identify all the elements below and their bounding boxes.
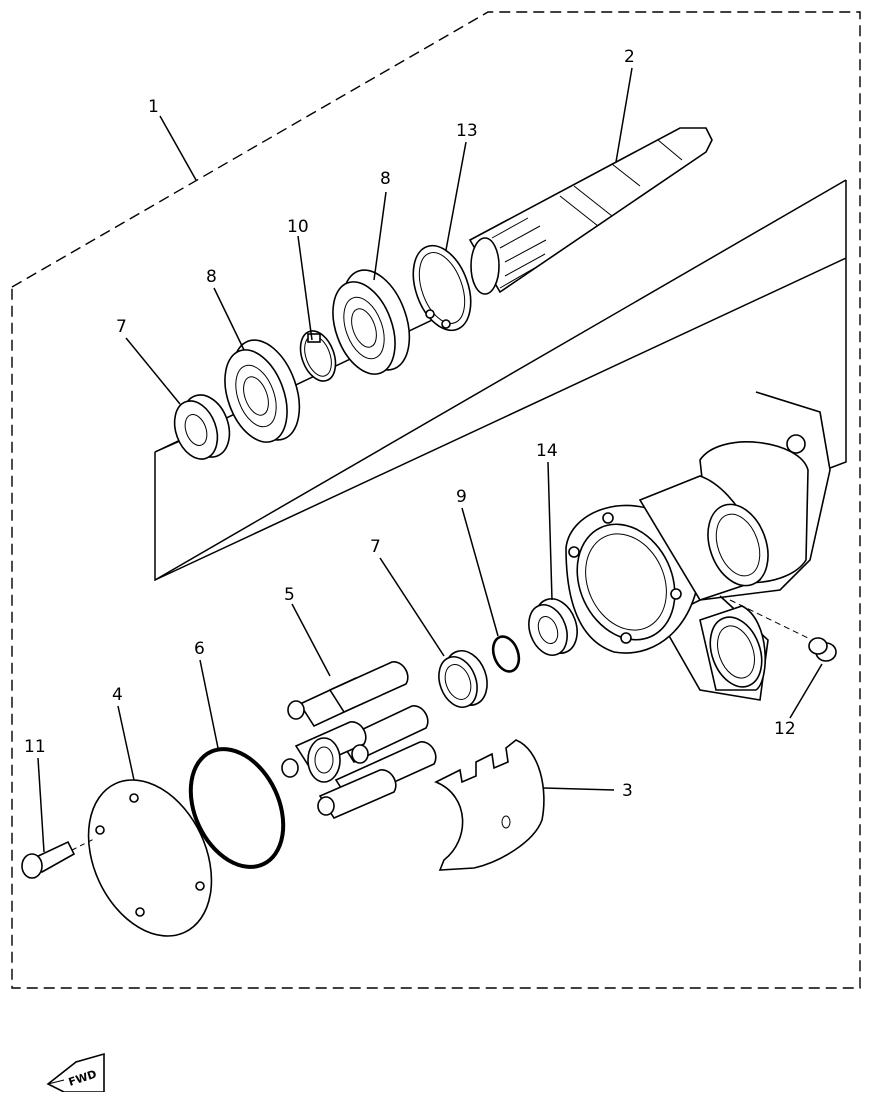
seal-14	[528, 598, 578, 656]
pump-housing	[565, 391, 831, 701]
callout-7: 7	[116, 317, 127, 337]
o-ring-6	[188, 747, 286, 869]
callout-3: 3	[622, 781, 633, 801]
bearing-upper	[332, 269, 411, 375]
leader-lines	[37, 67, 823, 853]
screw-12	[729, 599, 837, 662]
callout-6: 6	[194, 639, 205, 659]
oil-seal-lower	[438, 650, 488, 708]
callout-4: 4	[112, 685, 123, 705]
callout-8: 8	[206, 267, 217, 287]
callout-5: 5	[284, 585, 295, 605]
oil-seal-upper	[173, 394, 231, 460]
shaft-group-outline	[154, 180, 847, 582]
o-ring-9	[491, 635, 521, 673]
callout-14: 14	[536, 441, 558, 461]
callout-1: 1	[148, 97, 159, 117]
callout-12: 12	[774, 719, 796, 739]
callout-8: 8	[380, 169, 391, 189]
callout-9: 9	[456, 487, 467, 507]
bearing-lower	[224, 339, 301, 443]
drive-shaft	[468, 127, 713, 295]
assembly-boundary	[11, 11, 861, 989]
callout-13: 13	[456, 121, 478, 141]
snap-ring	[299, 330, 337, 382]
liner	[434, 739, 545, 871]
impeller	[281, 661, 437, 820]
callout-11: 11	[24, 737, 46, 757]
callout-2: 2	[624, 47, 635, 67]
callout-10: 10	[287, 217, 309, 237]
cover-plate	[87, 779, 213, 937]
bolt-11	[21, 837, 97, 879]
circlip	[412, 244, 472, 332]
callout-7: 7	[370, 537, 381, 557]
forward-arrow-icon: FWD	[46, 1052, 105, 1093]
